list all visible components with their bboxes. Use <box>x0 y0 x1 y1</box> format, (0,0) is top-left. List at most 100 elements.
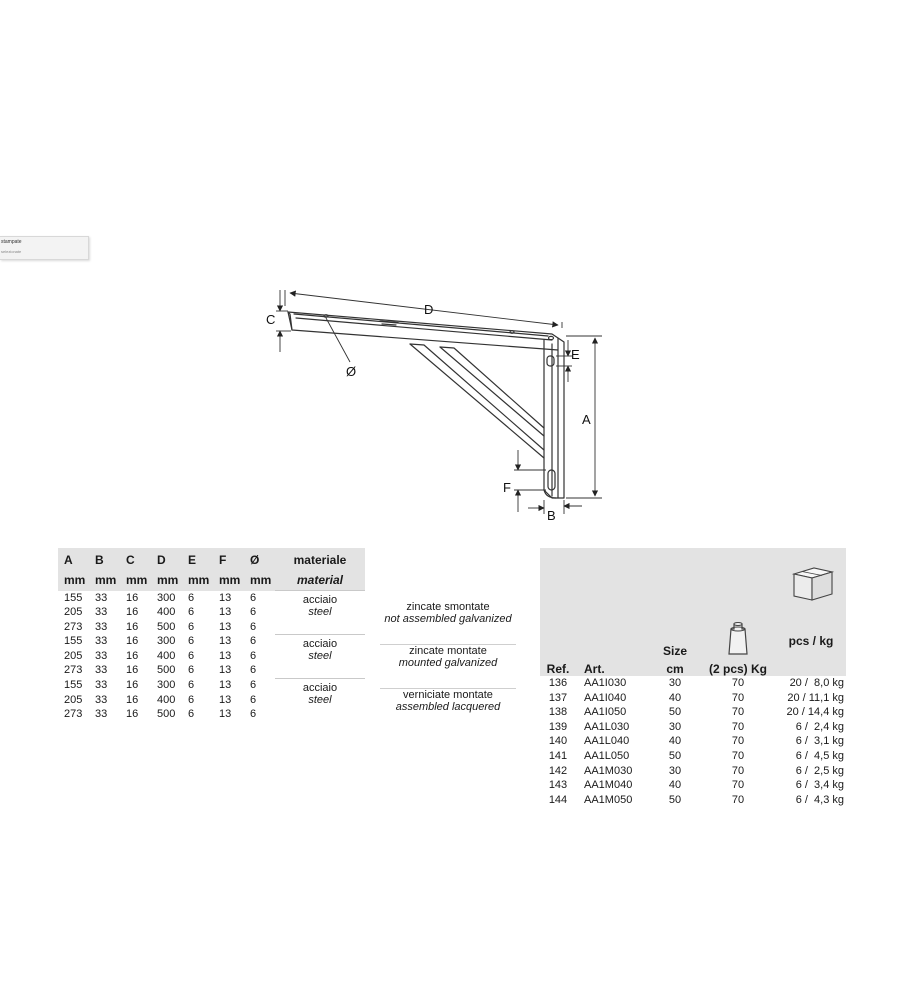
table-cell: 6 <box>188 708 195 721</box>
table-cell: 140 <box>548 735 568 748</box>
table-cell: AA1L050 <box>584 749 630 762</box>
table-cell: AA1I040 <box>584 691 627 704</box>
table-cell: 205 <box>64 693 83 706</box>
finish-label: zincate montate <box>409 644 487 657</box>
table-cell: AA1M050 <box>584 793 633 806</box>
col-header-material-en: material <box>275 570 365 591</box>
floating-tab[interactable]: stampate selezionate <box>0 236 89 260</box>
col-header-b: B <box>89 548 120 570</box>
col-header-art: Art. <box>576 548 650 676</box>
ref-label: Ref. <box>546 662 570 676</box>
table-cell: 500 <box>157 708 176 721</box>
unit-diameter: mm <box>244 570 275 591</box>
col-header-e: E <box>182 548 213 570</box>
table-cell: 16 <box>126 635 139 648</box>
diagonal-brace-inner <box>439 346 545 429</box>
table-cell: 33 <box>95 620 108 633</box>
table-cell: 13 <box>219 664 232 677</box>
table-cell: 136 <box>548 677 568 689</box>
table-cell: 16 <box>126 591 139 604</box>
table-cell: 70 <box>731 764 745 777</box>
table-cell: 13 <box>219 693 232 706</box>
table-cell: 16 <box>126 708 139 721</box>
col-header-pack: pcs / kg <box>776 548 846 676</box>
table-cell: 6 <box>188 591 195 604</box>
table-cell: 137 <box>548 691 568 704</box>
table-cell: 6 <box>250 664 257 677</box>
table-cell: 13 <box>219 649 232 662</box>
table-cell: 70 <box>731 735 745 748</box>
unit-b: mm <box>89 570 120 591</box>
load-label: (2 pcs) Kg <box>708 662 767 676</box>
table-cell: 70 <box>731 691 745 704</box>
table-cell: 16 <box>126 606 139 619</box>
table-cell: 6 / 4,5 kg <box>795 749 844 762</box>
finish-label: zincate smontate <box>406 601 490 613</box>
weight-icon <box>700 622 776 662</box>
table-cell: 16 <box>126 620 139 633</box>
table-cell: 16 <box>126 693 139 706</box>
dimensions-table: A B C D E F Ø materiale mm mm mm mm mm m… <box>58 548 365 722</box>
table-cell: 205 <box>64 606 83 619</box>
table-cell: 300 <box>157 591 176 604</box>
unit-a: mm <box>58 570 89 591</box>
table-cell: 40 <box>668 779 682 792</box>
table-cell: 6 / 3,1 kg <box>795 735 844 748</box>
table-cell: 138 <box>548 706 568 719</box>
dim-label-a: A <box>582 412 591 427</box>
table-cell: 16 <box>126 664 139 677</box>
table-cell: 141 <box>548 749 568 762</box>
table-cell: 6 <box>188 620 195 633</box>
art-label: Art. <box>584 662 605 676</box>
table-cell: 139 <box>548 720 568 733</box>
unit-f: mm <box>213 570 244 591</box>
table-cell: 6 / 2,4 kg <box>795 720 844 733</box>
table-cell: 155 <box>64 635 83 648</box>
floating-tab-subtitle: selezionate <box>1 249 22 254</box>
col-header-material: materiale <box>275 548 365 570</box>
table-cell: 273 <box>64 708 83 721</box>
table-cell: 50 <box>668 706 682 719</box>
table-cell: 6 <box>188 649 195 662</box>
table-cell: 6 <box>250 635 257 648</box>
table-cell: 20 / 11,1 kg <box>787 691 844 704</box>
box-icon <box>776 567 846 606</box>
table-cell: AA1M040 <box>584 779 633 792</box>
dim-label-diameter: Ø <box>346 364 357 379</box>
table-cell: 205 <box>64 649 83 662</box>
table-cell: 6 / 3,4 kg <box>795 779 844 792</box>
table-cell: 500 <box>157 620 176 633</box>
finish-label-en: mounted galvanized <box>398 656 498 669</box>
table-cell: 13 <box>219 635 232 648</box>
table-cell: 33 <box>95 606 108 619</box>
dim-label-c: C <box>266 312 276 327</box>
table-cell: 33 <box>95 591 108 604</box>
table-cell: 400 <box>157 606 176 619</box>
table-cell: 142 <box>548 764 568 777</box>
col-header-c: C <box>120 548 151 570</box>
table-cell: 13 <box>219 620 232 633</box>
table-cell: 70 <box>731 677 745 689</box>
table-cell: 50 <box>668 749 682 762</box>
table-cell: 30 <box>668 720 682 733</box>
table-cell: 273 <box>64 620 83 633</box>
hole-corner <box>547 335 555 341</box>
unit-e: mm <box>182 570 213 591</box>
table-cell: 70 <box>731 706 745 719</box>
bracket-drawing: C D Ø E A F B <box>266 290 602 523</box>
